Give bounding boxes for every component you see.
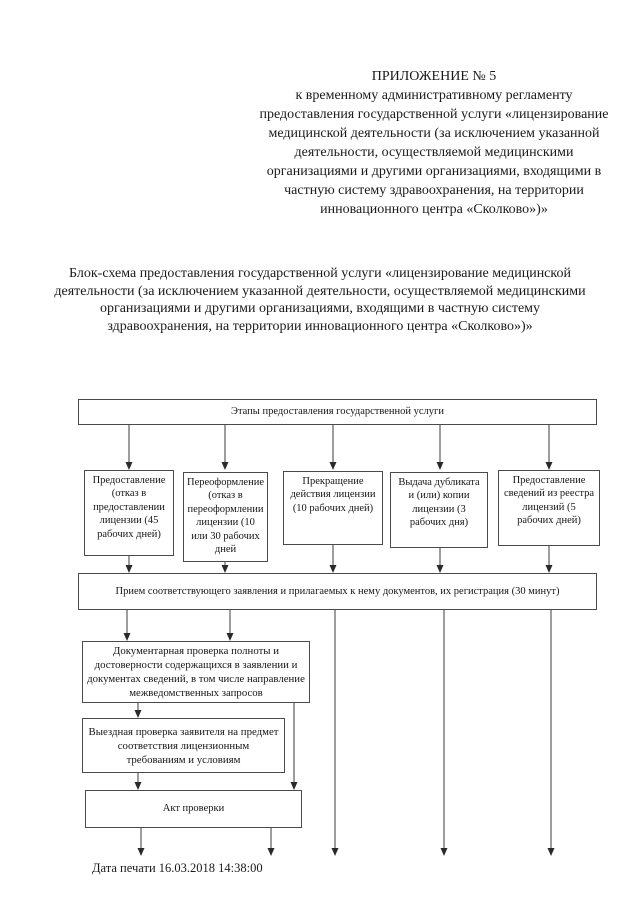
reception-label: Прием соответствующего заявления и прила…	[115, 585, 560, 597]
stage-box-label: Предоставление (отказ в предоставлении л…	[92, 475, 166, 540]
appendix-header: ПРИЛОЖЕНИЕ № 5 к временному администрати…	[258, 67, 610, 219]
diagram-caption: Блок-схема предоставления государственно…	[54, 266, 586, 334]
documentary-check-label: Документарная проверка полноты и достове…	[87, 645, 305, 699]
stage-box-registry-info: Предоставление сведений из реестра лицен…	[498, 470, 600, 546]
documentary-check-box: Документарная проверка полноты и достове…	[82, 641, 310, 703]
stage-box-license-termination: Прекращение действия лицензии (10 рабочи…	[283, 471, 383, 545]
print-date: Дата печати 16.03.2018 14:38:00	[92, 861, 263, 875]
stage-box-label: Выдача дубликата и (или) копии лицензии …	[398, 477, 480, 529]
appendix-title: ПРИЛОЖЕНИЕ № 5	[371, 69, 497, 84]
stage-box-label: Прекращение действия лицензии (10 рабочи…	[290, 476, 376, 514]
stages-header-box: Этапы предоставления государственной усл…	[78, 399, 597, 425]
appendix-subtitle: к временному административному регламент…	[259, 88, 609, 217]
stage-box-license-duplicate: Выдача дубликата и (или) копии лицензии …	[390, 472, 488, 548]
stage-box-license-grant: Предоставление (отказ в предоставлении л…	[84, 470, 174, 556]
onsite-check-label: Выездная проверка заявителя на предмет с…	[88, 725, 279, 766]
onsite-check-box: Выездная проверка заявителя на предмет с…	[82, 718, 285, 773]
stage-box-label: Предоставление сведений из реестра лицен…	[503, 475, 595, 527]
stages-header-label: Этапы предоставления государственной усл…	[231, 406, 444, 418]
inspection-act-box: Акт проверки	[85, 790, 302, 828]
reception-box: Прием соответствующего заявления и прила…	[78, 573, 597, 610]
inspection-act-label: Акт проверки	[162, 803, 225, 815]
stage-box-label: Переоформление (отказ в переоформлении л…	[187, 477, 264, 556]
stage-box-license-reissue: Переоформление (отказ в переоформлении л…	[183, 472, 268, 562]
